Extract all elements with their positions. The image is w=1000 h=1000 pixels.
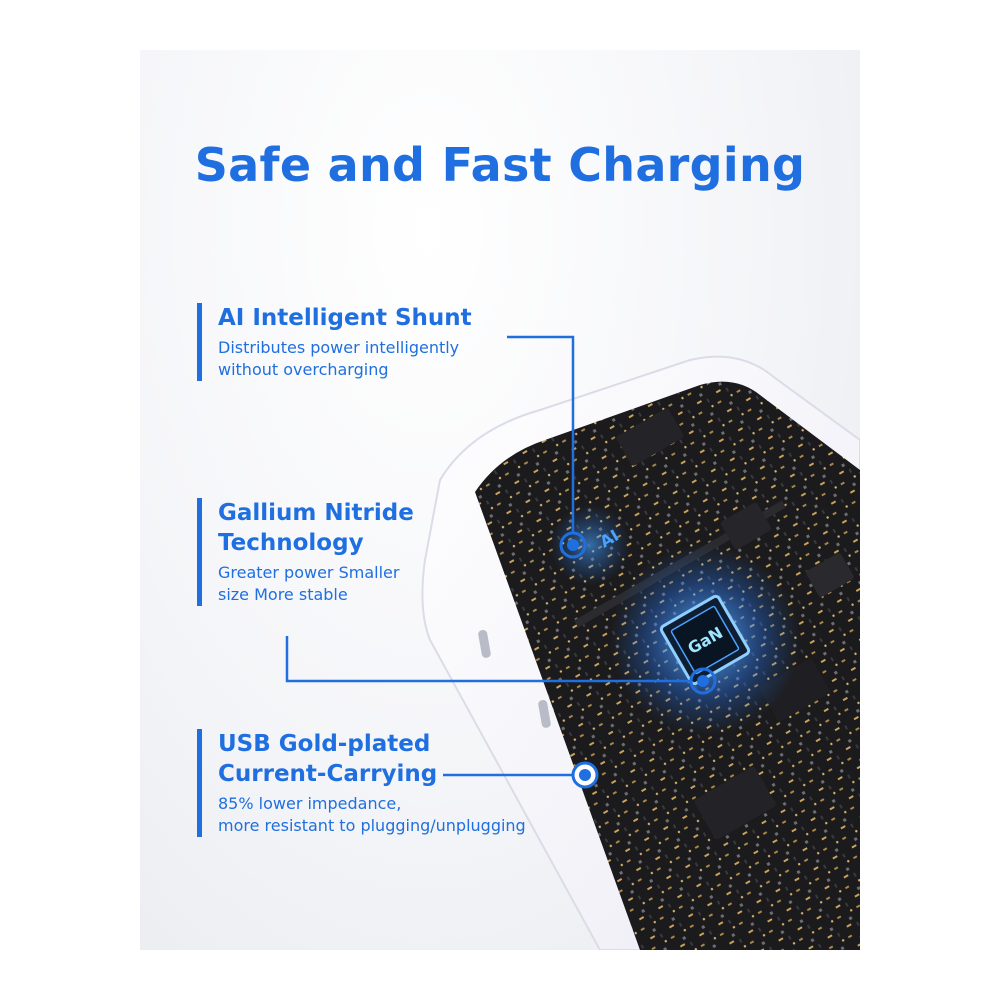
usb-c-port-1-icon xyxy=(478,629,491,658)
ai-callout-marker xyxy=(559,531,587,559)
ai-callout-line xyxy=(507,335,575,532)
feature-description: 85% lower impedance,more resistant to pl… xyxy=(218,794,526,835)
usb-c-port-2-icon xyxy=(538,699,551,728)
gan-chip: GaN xyxy=(659,594,751,686)
gan-callout-marker xyxy=(689,667,717,695)
usb-callout-marker xyxy=(571,761,599,789)
feature-heading: AI Intelligent Shunt xyxy=(218,305,472,331)
feature-ai-intelligent-shunt: AI Intelligent Shunt Distributes power i… xyxy=(197,303,472,381)
gan-callout-line xyxy=(285,636,690,683)
page-title: Safe and Fast Charging xyxy=(194,138,806,192)
